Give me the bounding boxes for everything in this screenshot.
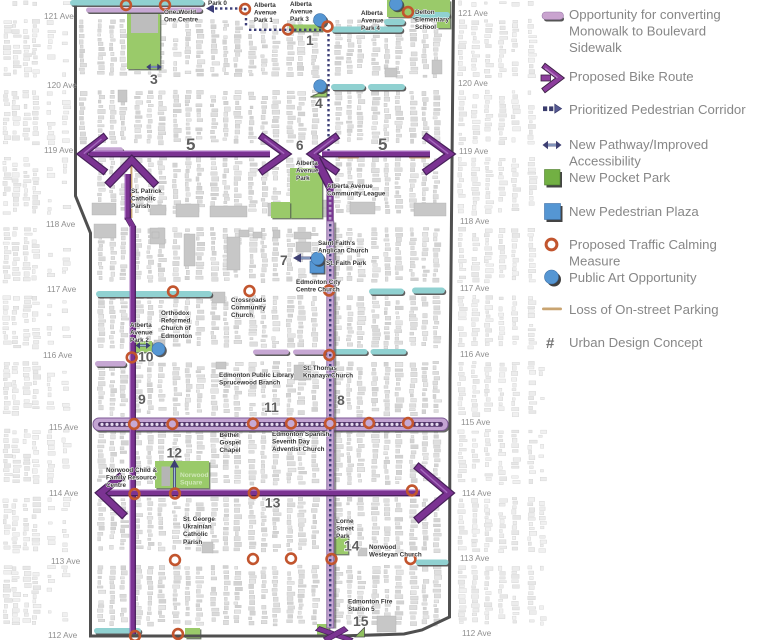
svg-text:6: 6 [296,138,304,153]
svg-text:116 Ave: 116 Ave [460,349,490,359]
svg-text:117 Ave: 117 Ave [47,284,77,294]
svg-text:#: # [546,335,555,352]
svg-text:Urban Design Concept: Urban Design Concept [569,335,703,350]
svg-text:120 Ave: 120 Ave [47,80,77,90]
svg-text:Proposed Bike Route: Proposed Bike Route [569,69,694,84]
svg-text:113 Ave: 113 Ave [460,553,490,563]
svg-text:13: 13 [265,495,281,511]
svg-text:Prioritized Pedestrian Corrido: Prioritized Pedestrian Corridor [569,102,746,117]
svg-text:118 Ave: 118 Ave [46,219,76,229]
svg-text:14: 14 [344,538,360,554]
svg-text:11: 11 [264,399,279,415]
svg-text:Public Art Opportunity: Public Art Opportunity [569,270,697,285]
svg-text:117 Ave: 117 Ave [460,283,490,293]
svg-text:3: 3 [150,71,158,87]
svg-text:118 Ave: 118 Ave [460,216,490,226]
svg-text:119 Ave: 119 Ave [44,145,74,155]
svg-text:9: 9 [138,391,146,407]
svg-text:Park 0: Park 0 [208,0,227,7]
svg-text:120 Ave: 120 Ave [458,78,488,88]
svg-text:112 Ave: 112 Ave [462,628,492,638]
svg-text:10: 10 [138,349,154,365]
svg-text:119 Ave: 119 Ave [459,146,489,156]
svg-text:St. Faith Park: St. Faith Park [326,260,367,267]
svg-text:8: 8 [337,392,345,408]
svg-text:114 Ave: 114 Ave [49,488,79,498]
svg-text:New Pocket Park: New Pocket Park [569,170,671,185]
svg-text:115 Ave: 115 Ave [461,417,491,427]
svg-text:115 Ave: 115 Ave [49,422,79,432]
svg-text:5: 5 [186,135,195,154]
svg-text:113 Ave: 113 Ave [51,556,81,566]
svg-text:12: 12 [167,445,183,461]
svg-text:116 Ave: 116 Ave [43,350,73,360]
svg-text:15: 15 [353,613,369,629]
svg-text:New Pedestrian Plaza: New Pedestrian Plaza [569,204,699,219]
svg-text:5: 5 [378,135,387,154]
svg-text:112 Ave: 112 Ave [48,630,78,640]
svg-text:4: 4 [315,95,323,111]
svg-text:1: 1 [306,32,314,48]
svg-text:121 Ave: 121 Ave [44,11,74,21]
svg-text:7: 7 [280,252,288,268]
svg-text:121 Ave: 121 Ave [458,8,488,18]
svg-text:114 Ave: 114 Ave [462,488,492,498]
svg-text:Loss of On-street Parking: Loss of On-street Parking [569,302,719,317]
